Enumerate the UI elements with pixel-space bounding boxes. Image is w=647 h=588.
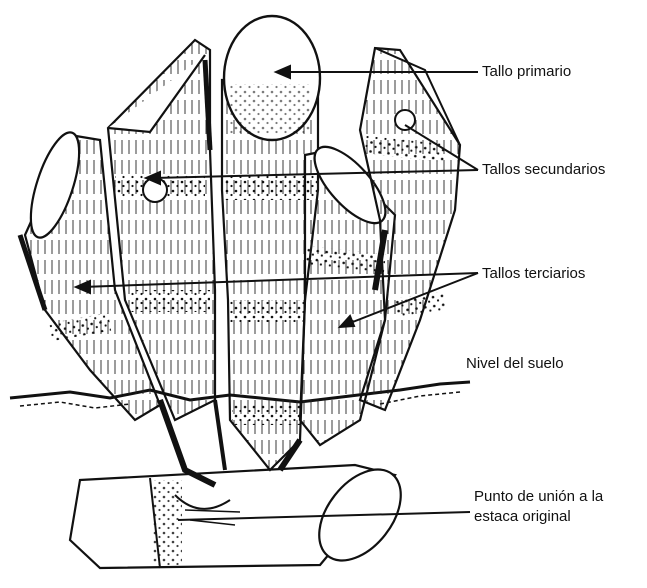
label-junction-line2: estaca original [474,508,571,526]
label-soil-level: Nivel del suelo [466,355,564,373]
label-primary-stem: Tallo primario [482,63,571,81]
label-tertiary-stems: Tallos terciarios [482,265,585,283]
label-secondary-stems: Tallos secundarios [482,161,605,179]
label-junction-line1: Punto de unión a la [474,488,603,506]
